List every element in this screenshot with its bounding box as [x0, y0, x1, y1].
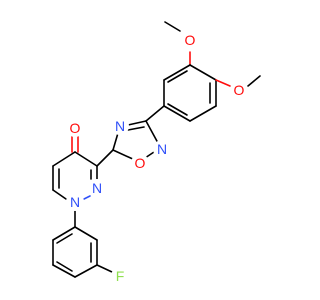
- bonds: [52, 21, 261, 278]
- bond-ring1-f: [163, 64, 191, 81]
- bond-py-c3-c4: [74, 151, 98, 167]
- bond-ox-c3-n4b: [127, 126, 145, 131]
- bond-ring2-f: [52, 226, 76, 241]
- bond-methyl-top: [164, 21, 181, 32]
- atom-o-methoxy-right: O: [234, 82, 245, 98]
- bond-ring2-inner2: [56, 261, 73, 272]
- bond-ox-n2-c3: [145, 120, 159, 144]
- atom-f: F: [116, 268, 125, 284]
- bond-ring2-a: [74, 226, 98, 241]
- atom-o-carbonyl: O: [70, 120, 81, 136]
- atom-o-methoxy-top: O: [185, 32, 196, 48]
- bond-ox-c3-n4a: [127, 120, 147, 126]
- atom-n-pyridazine-upper: N: [92, 180, 102, 196]
- bond-ring1-inner2: [167, 103, 188, 116]
- atom-n-oxadiazole-top: N: [115, 118, 125, 134]
- bond-aryl-oxadiazole: [145, 105, 165, 122]
- atom-n-pyridazine-lower: N: [70, 194, 80, 210]
- bond-ox-c5-o1: [112, 149, 136, 161]
- bond-ring2-c: [74, 264, 98, 278]
- bond-ox-n4-c5: [112, 132, 119, 151]
- bond-ring1-inner3: [167, 70, 188, 83]
- bond-py-n1-n2: [83, 195, 91, 200]
- bond-ring1-d: [163, 105, 191, 122]
- bond-o-right: [215, 79, 231, 87]
- bond-py-c4-c5: [52, 151, 76, 167]
- bond-methyl-right: [247, 75, 261, 87]
- atom-o-oxadiazole: O: [135, 155, 146, 171]
- bond-oxadiazole-pyridazine: [96, 149, 114, 167]
- bond-ring1-c: [189, 105, 217, 122]
- atom-labels: O O N O N O N N F: [66, 31, 248, 285]
- bond-py-c6-n1: [52, 189, 67, 200]
- atom-n-oxadiazole-bottom: N: [157, 141, 167, 157]
- bond-ring2-d: [52, 264, 76, 278]
- molecule-structure-diagram: O O N O N O N N F: [52, 21, 261, 285]
- bond-ring1-a: [189, 64, 217, 81]
- bond-c-f: [96, 264, 113, 273]
- bond-ring2-inner3: [56, 233, 73, 244]
